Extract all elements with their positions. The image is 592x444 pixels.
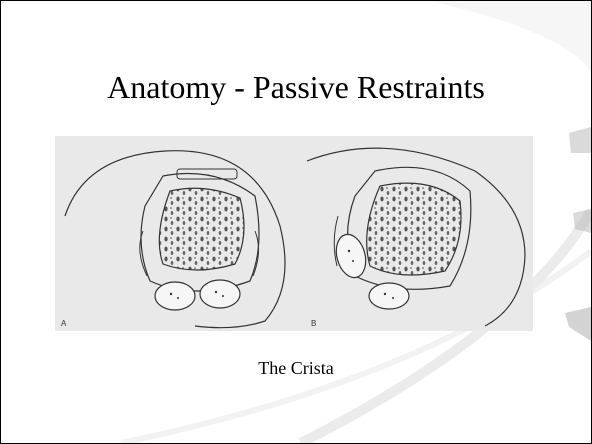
crista-anatomy-figure: A B xyxy=(55,136,533,331)
slide-title: Anatomy - Passive Restraints xyxy=(1,67,591,107)
figure-caption: The Crista xyxy=(1,358,591,379)
panel-a-label: A xyxy=(61,319,67,328)
panel-b-label: B xyxy=(311,319,316,328)
panel-a-diagram: A xyxy=(61,151,285,328)
panel-b-diagram: B xyxy=(307,148,525,328)
